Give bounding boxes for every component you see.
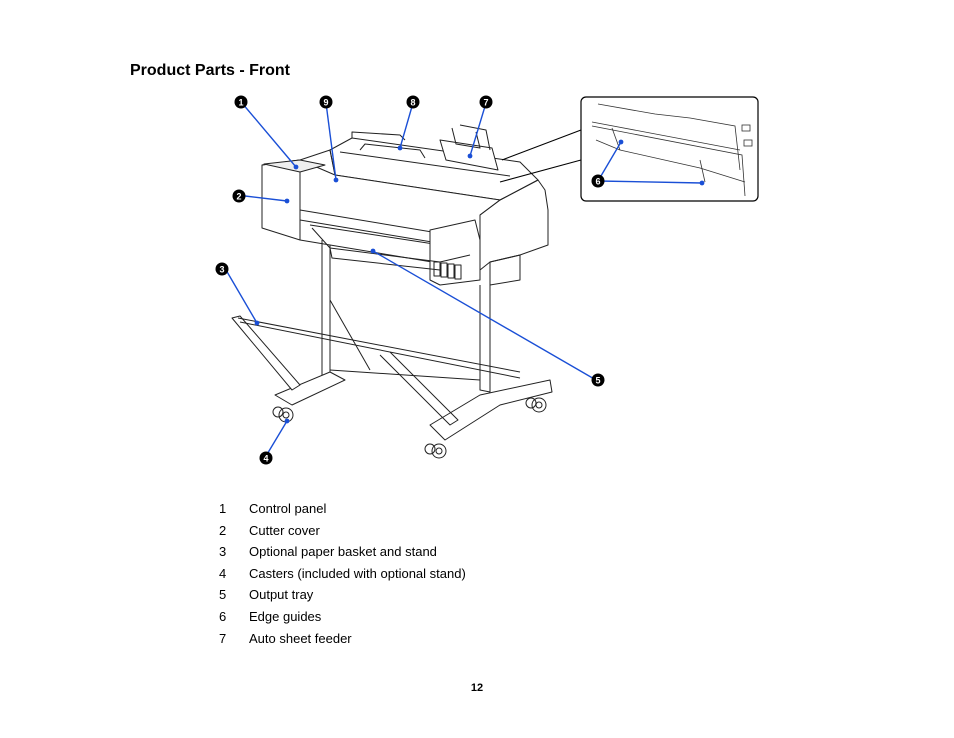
callout-3: 3 — [215, 262, 229, 276]
svg-text:5: 5 — [595, 376, 600, 386]
edge-guides-inset — [499, 96, 759, 202]
part-number: 1 — [219, 501, 227, 516]
part-label: Optional paper basket and stand — [249, 544, 437, 560]
list-item: 6 Edge guides — [219, 606, 466, 628]
callout-6: 6 — [591, 174, 605, 188]
part-label: Casters (included with optional stand) — [249, 565, 466, 581]
callout-7: 7 — [479, 95, 493, 109]
part-label: Control panel — [249, 501, 327, 516]
callout-5: 5 — [591, 373, 605, 387]
part-label: Edge guides — [249, 608, 322, 624]
page-number: 12 — [470, 682, 484, 694]
printer-front-illustration: 1 2 3 4 5 6 7 8 9 — [215, 95, 759, 465]
leader-endpoints — [254, 139, 705, 424]
part-number: 4 — [219, 565, 227, 581]
list-item: 7 Auto sheet feeder — [219, 628, 466, 650]
printer-drawing — [231, 124, 553, 459]
svg-text:3: 3 — [219, 265, 224, 275]
svg-text:6: 6 — [595, 177, 600, 187]
list-item: 1 Control panel — [219, 498, 466, 520]
part-label: Cutter cover — [249, 522, 320, 538]
svg-text:2: 2 — [236, 192, 241, 202]
list-item: 2 Cutter cover — [219, 520, 466, 542]
svg-text:4: 4 — [263, 454, 268, 464]
list-item: 5 Output tray — [219, 584, 466, 606]
list-item: 3 Optional paper basket and stand — [219, 541, 466, 563]
part-label: Output tray — [249, 587, 314, 603]
part-number: 2 — [219, 522, 227, 538]
leader-lines — [225, 102, 703, 457]
callout-2: 2 — [232, 189, 246, 203]
part-number: 3 — [219, 544, 227, 560]
page-title: Product Parts - Front — [130, 62, 291, 79]
callout-4: 4 — [259, 451, 273, 465]
callout-8: 8 — [406, 95, 420, 109]
parts-list: 1 Control panel 2 Cutter cover 3 Optional p… — [219, 498, 466, 649]
part-number: 6 — [219, 608, 227, 624]
svg-text:7: 7 — [483, 98, 488, 108]
svg-text:8: 8 — [410, 98, 415, 108]
part-number: 7 — [219, 630, 227, 646]
part-number: 5 — [219, 587, 227, 603]
svg-text:9: 9 — [323, 98, 328, 108]
list-item: 4 Casters (included with optional stand) — [219, 563, 466, 585]
part-label: Auto sheet feeder — [249, 630, 352, 646]
callout-9: 9 — [319, 95, 333, 109]
callout-1: 1 — [234, 95, 248, 109]
svg-text:1: 1 — [238, 98, 243, 108]
